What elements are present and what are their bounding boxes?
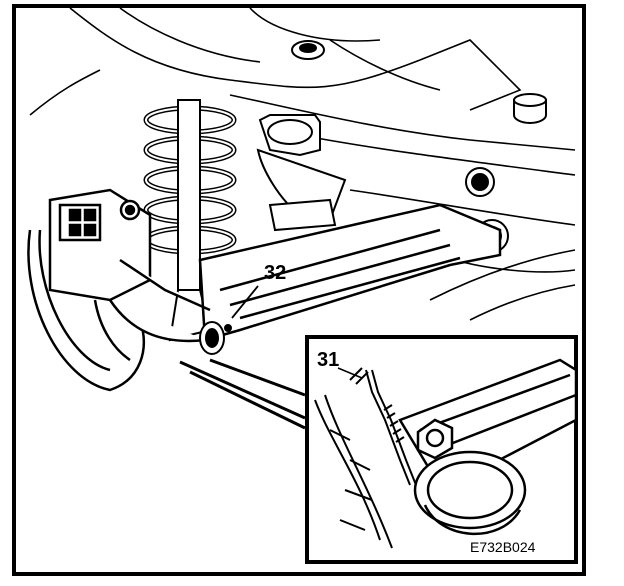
detail-bolt <box>416 418 454 460</box>
lower-shock-bushing <box>199 321 232 355</box>
callout-31-leader <box>337 367 363 379</box>
callout-31-label: 31 <box>317 349 339 371</box>
strut-top-mount <box>256 40 547 232</box>
detail-bushing <box>413 450 527 535</box>
outer-frame <box>12 4 586 576</box>
detail-inset: 31 E732B024 <box>305 335 578 564</box>
detail-hub-housing <box>314 394 393 549</box>
callout-32-label: 32 <box>264 262 286 284</box>
figure-code: E732B024 <box>470 539 536 555</box>
wheel-hub-assembly <box>27 188 211 392</box>
lower-control-arm <box>198 203 502 342</box>
zoom-indicator-lines <box>179 358 306 430</box>
callout-32-leader <box>231 285 259 319</box>
